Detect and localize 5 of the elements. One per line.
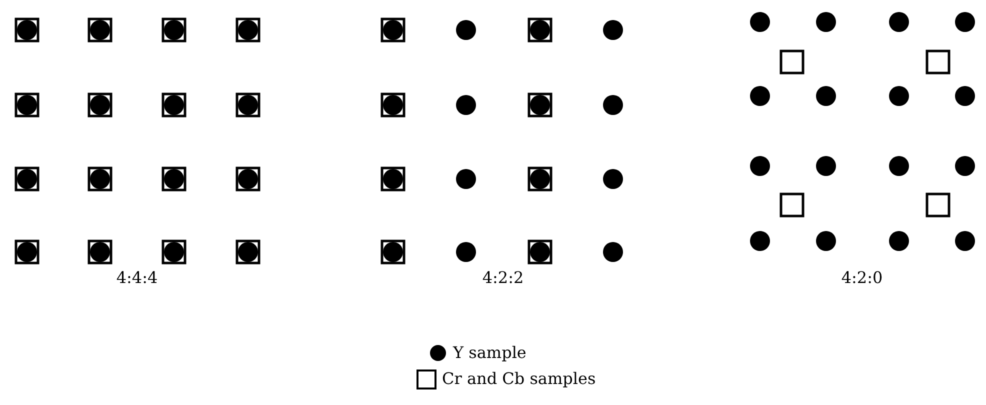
- panel-caption: 4:2:0: [841, 268, 883, 287]
- panel-caption: 4:4:4: [116, 268, 158, 287]
- panel-caption: 4:2:2: [482, 268, 524, 287]
- legend-text: Cr and Cb samples: [442, 369, 596, 388]
- legend-text: Y sample: [453, 343, 526, 362]
